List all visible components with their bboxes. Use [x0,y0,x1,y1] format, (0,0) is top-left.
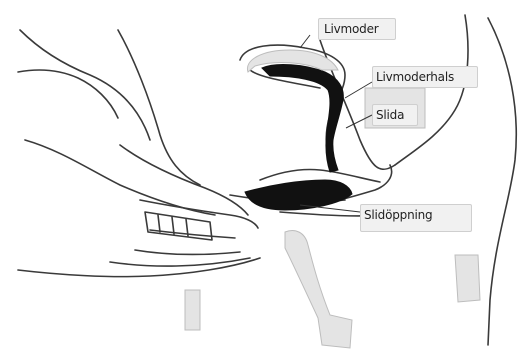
lower-shading [185,290,200,330]
hand-finger-4 [110,258,250,266]
thigh-outline-lower [18,258,260,277]
front-leg-outline [488,18,516,345]
body-outline-left [20,30,150,140]
vaginal-opening-label: Slidöppning [364,208,432,222]
leg-shading [285,231,352,348]
hand-outline [120,145,248,215]
leader-uterus [300,35,310,48]
hand-finger-3 [135,250,240,254]
vaginal-canal [245,180,352,210]
buttock-outline [18,70,118,118]
cervix-label: Livmoderhals [376,70,454,84]
thigh-shading [455,255,480,302]
vagina-label: Slida [376,108,404,122]
uterus-label: Livmoder [324,22,379,36]
uterine-cavity [262,65,343,172]
abdomen-inner-line [118,30,200,185]
